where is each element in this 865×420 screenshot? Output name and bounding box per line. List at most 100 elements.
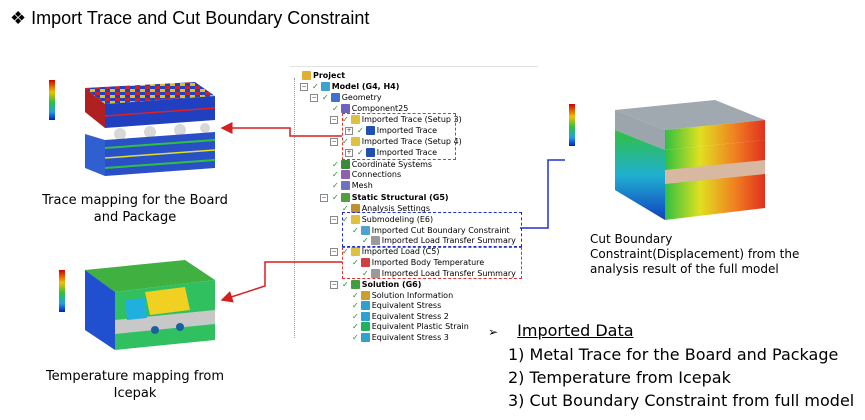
cut-boundary-image <box>565 90 765 225</box>
status-check-icon: ✓ <box>342 115 349 124</box>
summary-icon <box>370 269 380 278</box>
temperature-mapping-caption: Temperature mapping from Icepak <box>45 369 225 401</box>
status-check-icon: ✓ <box>342 280 349 289</box>
status-check-icon: ✓ <box>352 291 359 300</box>
tree-item[interactable]: −✓ Solution (G6) <box>330 279 421 290</box>
tree-item[interactable]: ✓Imported Load Transfer Summary <box>350 268 516 279</box>
tree-top-divider <box>290 66 538 67</box>
tree-item[interactable]: ✓Coordinate Systems <box>320 159 432 170</box>
tree-item-label: Geometry <box>341 93 382 102</box>
tree-item-label: Imported Body Temperature <box>371 258 485 267</box>
tree-item-label: Coordinate Systems <box>351 160 433 169</box>
tree-item[interactable]: Project <box>290 70 345 81</box>
tree-item-label: Connections <box>351 170 402 179</box>
arrow-temperature <box>220 261 342 303</box>
imported-data-item-2: 2) Temperature from Icepak <box>508 368 731 387</box>
project-tree: Project−✓Model (G4, H4)−✓Geometry✓Compon… <box>290 68 540 348</box>
tree-item-label: Equivalent Stress 3 <box>371 333 449 342</box>
tree-item[interactable]: ✓Equivalent Stress <box>340 300 441 311</box>
tree-item-label: Imported Load Transfer Summary <box>381 236 516 245</box>
tree-item-label: Imported Cut Boundary Constraint <box>371 226 510 235</box>
tree-item-label: Imported Load (C5) <box>361 247 440 256</box>
tree-item-label: Solution Information <box>371 291 454 300</box>
tree-expander[interactable]: + <box>345 148 353 157</box>
imported-data-item-3: 3) Cut Boundary Constraint from full mod… <box>508 391 855 410</box>
imported-data-bullet: ➢ <box>488 325 499 339</box>
status-check-icon: ✓ <box>332 104 339 113</box>
tree-expander[interactable]: − <box>300 82 308 91</box>
status-check-icon: ✓ <box>357 148 364 157</box>
tree-item[interactable]: ✓Imported Load Transfer Summary <box>350 235 516 246</box>
component-icon <box>340 104 350 113</box>
mesh-icon <box>340 181 350 190</box>
tree-item[interactable]: ✓ Solution Information <box>340 290 453 301</box>
status-check-icon: ✓ <box>342 137 349 146</box>
trace-mapping-caption: Trace mapping for the Board and Package <box>42 193 228 225</box>
title-bullet: ❖ <box>10 8 27 28</box>
imported-body-temperature-icon <box>360 258 370 267</box>
imported-data-item-1: 1) Metal Trace for the Board and Package <box>508 345 839 364</box>
tree-expander[interactable]: − <box>310 93 318 102</box>
arrow-trace <box>220 122 342 137</box>
tree-item[interactable]: −✓Model (G4, H4) <box>300 81 399 92</box>
tree-item[interactable]: −✓Static Structural (G5) <box>320 192 449 203</box>
status-check-icon: ✓ <box>352 312 359 321</box>
solution-information-icon <box>360 291 370 300</box>
tree-item[interactable]: −✓ Imported Trace (Setup 3) <box>330 114 462 125</box>
tree-item[interactable]: +✓Imported Trace <box>345 125 437 136</box>
tree-expander[interactable]: − <box>320 193 328 202</box>
cut-boundary-caption: Cut Boundary Constraint(Displacement) fr… <box>590 232 800 276</box>
temperature-mapping-image <box>55 240 225 355</box>
tree-item[interactable]: ✓ Equivalent Stress 3 <box>340 332 449 343</box>
tree-guide-line <box>294 78 295 338</box>
imported-trace-folder-icon <box>350 137 360 146</box>
equivalent-stress-icon <box>360 312 370 321</box>
status-check-icon: ✓ <box>322 93 329 102</box>
status-check-icon: ✓ <box>342 247 349 256</box>
tree-item-label: Imported Trace (Setup 4) <box>361 137 462 146</box>
tree-item[interactable]: ✓Connections <box>320 169 401 180</box>
tree-item[interactable]: ✓Analysis Settings <box>330 203 430 214</box>
tree-item-label: Imported Trace <box>376 148 438 157</box>
tree-item-label: Equivalent Plastic Strain <box>371 322 469 331</box>
tree-item[interactable]: −✓Submodeling (E6) <box>330 214 433 225</box>
geometry-icon <box>330 93 340 102</box>
tree-item-label: Solution (G6) <box>361 280 422 289</box>
status-check-icon: ✓ <box>357 126 364 135</box>
tree-item[interactable]: ✓Imported Body Temperature <box>340 257 484 268</box>
tree-item[interactable]: −✓ Imported Load (C5) <box>330 246 439 257</box>
project-icon <box>302 71 311 80</box>
coordinate-systems-icon <box>340 160 350 169</box>
arrow-cut-boundary <box>520 154 580 229</box>
tree-item[interactable]: ✓Mesh <box>320 180 373 191</box>
status-check-icon: ✓ <box>352 301 359 310</box>
imported-trace-highlight <box>342 113 456 160</box>
tree-expander[interactable]: − <box>330 247 338 256</box>
tree-item-label: Project <box>313 71 346 80</box>
tree-expander[interactable]: − <box>330 215 338 224</box>
tree-expander[interactable]: + <box>345 126 353 135</box>
tree-item[interactable]: −✓ Geometry <box>310 92 382 103</box>
status-check-icon: ✓ <box>312 82 319 91</box>
tree-item[interactable]: ✓Component25 <box>320 103 408 114</box>
tree-item[interactable]: ✓ Imported Cut Boundary Constraint <box>340 225 510 236</box>
imported-load-highlight <box>342 247 522 279</box>
tree-item-label: Equivalent Stress 2 <box>371 312 449 321</box>
tree-item[interactable]: −✓ Imported Trace (Setup 4) <box>330 136 462 147</box>
tree-item[interactable]: ✓ Equivalent Stress 2 <box>340 311 449 322</box>
equivalent-plastic-strain-icon <box>360 322 370 331</box>
status-check-icon: ✓ <box>352 226 359 235</box>
tree-item-label: Analysis Settings <box>361 204 431 213</box>
tree-expander[interactable]: − <box>330 115 338 124</box>
status-check-icon: ✓ <box>332 181 339 190</box>
tree-item-label: Imported Trace (Setup 3) <box>361 115 462 124</box>
status-check-icon: ✓ <box>352 333 359 342</box>
tree-item[interactable]: ✓Equivalent Plastic Strain <box>340 321 469 332</box>
tree-expander[interactable]: − <box>330 280 338 289</box>
submodeling-icon <box>350 215 360 224</box>
imported-trace-folder-icon <box>350 115 360 124</box>
trace-mapping-image <box>45 68 225 188</box>
tree-item[interactable]: + ✓ Imported Trace <box>345 147 437 158</box>
tree-expander[interactable]: − <box>330 137 338 146</box>
